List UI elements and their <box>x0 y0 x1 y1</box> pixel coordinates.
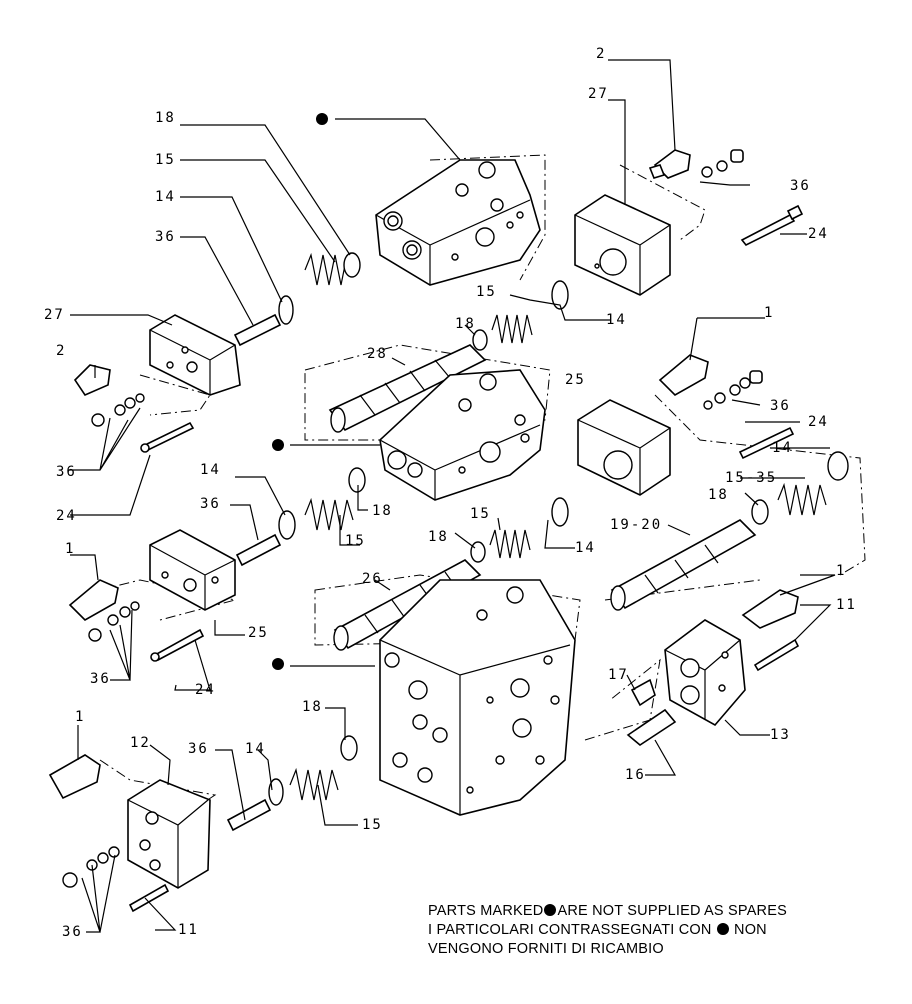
spring-16 <box>626 708 677 746</box>
label-18: 18 <box>155 110 176 126</box>
end-cap-27-left <box>149 314 241 396</box>
bullet-icon <box>716 923 729 935</box>
spring-15-lower-left <box>235 467 366 567</box>
label-14: 14 <box>200 462 221 478</box>
end-cover-13 <box>664 619 746 727</box>
bolt-24-upper <box>740 204 804 247</box>
spool-19-20 <box>610 519 757 611</box>
label-28: 28 <box>367 346 388 362</box>
label-15: 15 <box>345 533 366 549</box>
label-25: 25 <box>248 625 269 641</box>
plunger-36-upper <box>233 295 294 347</box>
label-26: 26 <box>362 571 383 587</box>
label-15: 15 <box>470 506 491 522</box>
bolt-24-left <box>140 421 195 453</box>
label-36: 36 <box>56 464 77 480</box>
label-36: 36 <box>790 178 811 194</box>
spool-28 <box>328 344 487 433</box>
label-2: 2 <box>596 46 606 62</box>
note-line-2: I PARTICOLARI CONTRASSEGNATI CON NON <box>428 922 767 938</box>
end-cap-12 <box>127 779 211 889</box>
label-24: 24 <box>808 226 829 242</box>
end-cap-25-upper <box>577 399 671 496</box>
label-15: 15 <box>362 817 383 833</box>
label-36: 36 <box>90 671 111 687</box>
label-12: 12 <box>130 735 151 751</box>
label-24: 24 <box>808 414 829 430</box>
solenoid-1-left <box>68 579 140 642</box>
bolt-11-bottom <box>128 883 170 913</box>
spring-15-35 <box>751 451 849 525</box>
label-1: 1 <box>75 709 85 725</box>
label-14: 14 <box>772 440 793 456</box>
plug-17 <box>630 678 656 707</box>
part-labels: 18 15 14 36 27 2 36 24 2 27 36 24 15 14 … <box>44 46 857 940</box>
label-27: 27 <box>588 86 609 102</box>
label-1: 1 <box>764 305 774 321</box>
solenoid-1-bottom <box>48 754 120 888</box>
middle-valve-body <box>379 369 546 501</box>
upper-valve-body <box>375 159 541 286</box>
bolt-24-middle <box>738 426 795 460</box>
lower-valve-body <box>379 579 576 816</box>
not-spare-marker-middle <box>272 439 284 451</box>
solenoid-2-upper <box>648 149 744 179</box>
solenoid-1-upper <box>658 354 763 410</box>
label-2: 2 <box>56 343 66 359</box>
solenoid-2-left <box>73 364 145 427</box>
bolt-24-lower-left <box>150 628 205 662</box>
label-15: 15 <box>476 284 497 300</box>
label-14: 14 <box>155 189 176 205</box>
label-36: 36 <box>770 398 791 414</box>
end-cap-25-left <box>149 529 236 611</box>
spring-15-bottom <box>226 735 358 832</box>
label-16: 16 <box>625 767 646 783</box>
label-24: 24 <box>195 682 216 698</box>
label-25: 25 <box>565 372 586 388</box>
label-1: 1 <box>836 563 846 579</box>
label-36: 36 <box>62 924 83 940</box>
label-18: 18 <box>455 316 476 332</box>
label-18: 18 <box>708 487 729 503</box>
label-11: 11 <box>836 597 857 613</box>
label-36: 36 <box>155 229 176 245</box>
leader-lines <box>68 59 836 933</box>
bullet-icon <box>544 904 557 916</box>
label-11: 11 <box>178 922 199 938</box>
not-spare-marker-lower <box>272 658 284 670</box>
label-15: 15 <box>155 152 176 168</box>
label-19-20: 19-20 <box>610 517 662 533</box>
label-13: 13 <box>770 727 791 743</box>
label-1: 1 <box>65 541 75 557</box>
label-27: 27 <box>44 307 65 323</box>
spring-15-middle <box>472 280 569 351</box>
label-18: 18 <box>428 529 449 545</box>
solenoid-1-right <box>741 589 799 629</box>
bolt-11-right <box>753 638 800 672</box>
label-18: 18 <box>372 503 393 519</box>
label-24: 24 <box>56 508 77 524</box>
note-line-3: VENGONO FORNITI DI RICAMBIO <box>428 941 664 957</box>
not-spare-marker-upper <box>316 113 328 125</box>
spring-15-upper <box>304 252 361 286</box>
label-14: 14 <box>606 312 627 328</box>
label-36: 36 <box>188 741 209 757</box>
label-18: 18 <box>302 699 323 715</box>
label-14: 14 <box>245 741 266 757</box>
label-17: 17 <box>608 667 629 683</box>
label-36: 36 <box>200 496 221 512</box>
label-14: 14 <box>575 540 596 556</box>
label-15-35: 15-35 <box>725 470 777 486</box>
end-cap-27-upper <box>574 194 671 296</box>
